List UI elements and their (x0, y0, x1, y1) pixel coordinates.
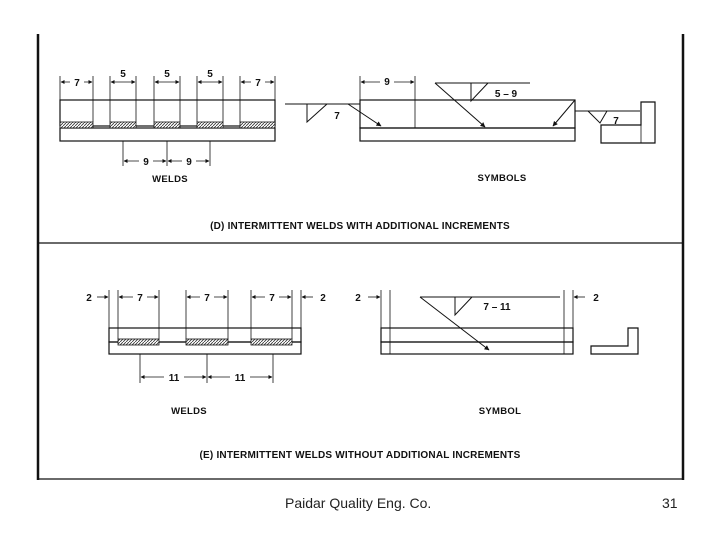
dim-end-left: 7 (74, 78, 80, 89)
fillet-weld-symbol (470, 82, 489, 103)
panel-e-t-joint-end-view (590, 327, 639, 355)
dim-pitch: 9 (186, 157, 192, 168)
dim-symbol-leg: 7 (334, 111, 340, 122)
fillet-weld-symbol (306, 103, 328, 124)
dim-clearance-left: 2 (86, 293, 92, 304)
panel-d-weld-dimensions: 7 5 5 5 7 9 9 (70, 69, 265, 168)
fillet-weld-symbol (587, 110, 608, 124)
panel-e-symbol-dimensions: 2 7 – 11 2 (355, 293, 599, 313)
dim-clearance-right: 2 (593, 293, 599, 304)
dim-weld-length: 7 (269, 293, 275, 304)
panel-e-weld-dimensions: 2 7 7 7 2 11 11 (86, 291, 326, 384)
dim-gap: 5 (120, 69, 126, 80)
dim-symbol-length-pitch: 7 – 11 (483, 302, 511, 313)
panel-d-weld-bead (239, 121, 276, 129)
footer-company: Paidar Quality Eng. Co. (285, 495, 432, 511)
panel-d-t-joint-end-view (600, 101, 656, 144)
dim-end-right: 7 (255, 78, 261, 89)
fillet-weld-symbol (454, 296, 473, 317)
panel-e-title: (E) INTERMITTENT WELDS WITHOUT ADDITIONA… (200, 450, 521, 461)
panel-d-symbols-caption: SYMBOLS (477, 173, 526, 184)
panel-d-weld-bead (59, 121, 94, 129)
panel-d-symbol-plate-bottom (359, 127, 576, 142)
dim-weld-length: 7 (204, 293, 210, 304)
dim-gap: 5 (164, 69, 170, 80)
dim-clearance-left: 2 (355, 293, 361, 304)
dim-symbol-length-pitch: 5 – 9 (495, 89, 518, 100)
panel-e-symbol-plate-top (380, 327, 574, 343)
panel-d-weld-bead (153, 121, 181, 129)
panel-d-symbol-plate-top (359, 99, 576, 129)
panel-e-weld-bead (117, 338, 160, 346)
dim-pitch: 11 (169, 373, 180, 384)
dim-clearance-right: 2 (320, 293, 326, 304)
panel-d-title: (D) INTERMITTENT WELDS WITH ADDITIONAL I… (210, 221, 510, 232)
dim-weld-length: 7 (137, 293, 143, 304)
dim-symbol-leg: 7 (613, 116, 619, 127)
panel-d-weld-bead (109, 121, 137, 129)
panel-e-weld-bead (185, 338, 229, 346)
dim-gap: 5 (207, 69, 213, 80)
page-number: 31 (662, 495, 678, 511)
panel-e-symbol-caption: SYMBOL (479, 406, 521, 417)
panel-e-weld-bead (250, 338, 293, 346)
panel-d-plate-bottom (59, 127, 276, 142)
figure-frame (36, 34, 685, 480)
panel-e-welds-caption: WELDS (171, 406, 207, 417)
panel-e-symbol-drawing (368, 290, 639, 355)
dim-pitch: 9 (143, 157, 149, 168)
panel-d-welds-drawing (59, 76, 276, 166)
dim-symbol-offset: 9 (384, 77, 390, 88)
panel-e-welds-drawing (97, 290, 313, 383)
panel-e-symbol-plate-bottom (380, 341, 574, 355)
dim-pitch: 11 (235, 373, 246, 384)
panel-d-welds-caption: WELDS (152, 174, 188, 185)
panel-d-weld-bead (196, 121, 224, 129)
panel-d-symbol-dimensions: 9 5 – 9 7 7 (334, 75, 619, 127)
panel-d-symbols-drawing (285, 76, 656, 144)
